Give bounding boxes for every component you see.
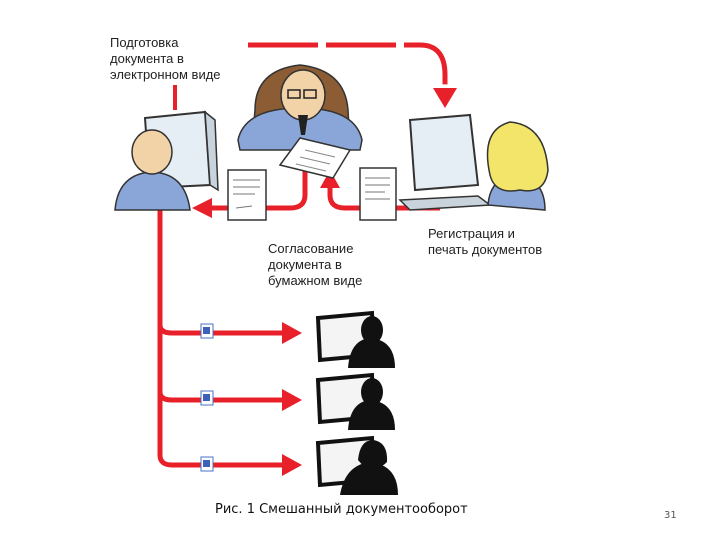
manager xyxy=(237,64,363,151)
left-worker xyxy=(114,110,219,211)
label-line: Согласование xyxy=(268,241,354,256)
silhouette-icon xyxy=(315,372,395,430)
label-line: печать документов xyxy=(428,242,543,257)
label-line: Регистрация и xyxy=(428,226,515,241)
word-doc-icon xyxy=(200,323,214,339)
label-line: документа в xyxy=(268,257,342,272)
label-line: Подготовка xyxy=(110,35,179,50)
registration-clerk xyxy=(398,113,549,211)
arrow-to-manager xyxy=(320,170,440,211)
page-number: 31 xyxy=(664,510,677,521)
word-doc-icon xyxy=(200,390,214,406)
document-icon xyxy=(227,169,267,221)
document-icon xyxy=(359,167,397,221)
label-line: электронном виде xyxy=(110,67,221,82)
label-line: бумажном виде xyxy=(268,273,363,288)
document-icon xyxy=(278,137,352,179)
word-doc-icon xyxy=(200,456,214,472)
label-line: документа в xyxy=(110,51,184,66)
label-electronic-prep: Подготовка документа в электронном виде xyxy=(110,35,221,83)
distribution-lines xyxy=(157,210,302,476)
figure-caption: Рис. 1 Смешанный документооборот xyxy=(215,502,468,517)
arrow-to-left-worker xyxy=(192,155,308,218)
silhouette-icon xyxy=(315,435,398,495)
label-paper-approval: Согласование документа в бумажном виде xyxy=(268,241,362,289)
label-registration: Регистрация и печать документов xyxy=(428,226,542,258)
arrow-top xyxy=(248,42,457,108)
silhouette-icon xyxy=(315,310,395,368)
